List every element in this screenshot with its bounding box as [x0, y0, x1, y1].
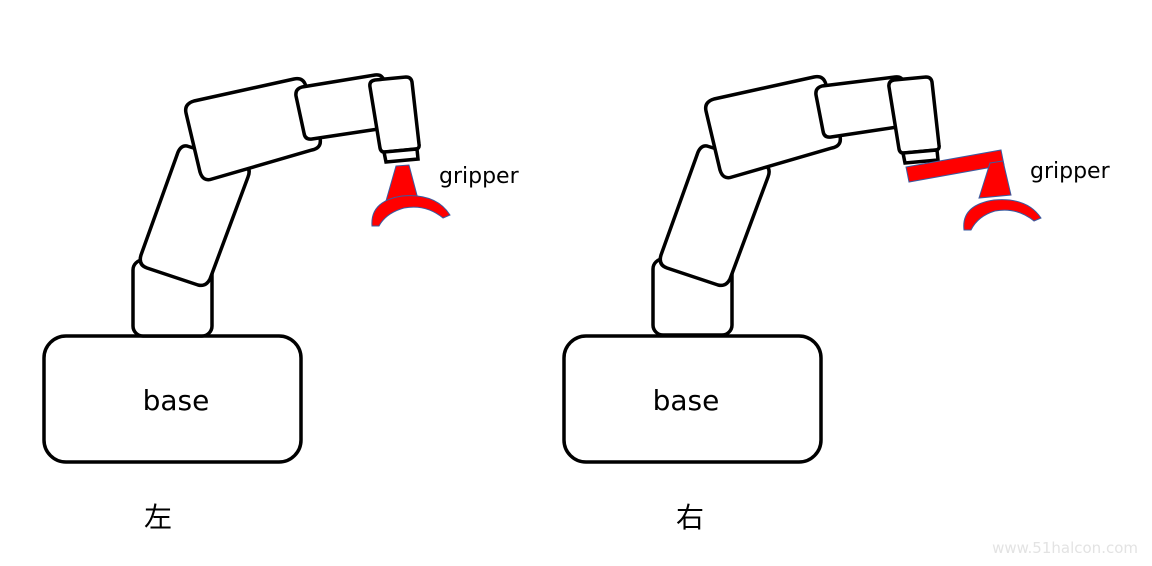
left-gripper-claw — [371, 195, 451, 227]
right-gripper-body — [978, 160, 1012, 199]
left-base-label: base — [143, 384, 210, 417]
left-robot-arm: base gripper 左 — [42, 73, 520, 534]
right-gripper-claw — [963, 199, 1042, 231]
left-caption: 左 — [144, 501, 172, 534]
right-gripper — [905, 149, 1042, 231]
right-robot-arm: base gripper 右 — [562, 74, 1111, 534]
right-gripper-label: gripper — [1030, 159, 1111, 184]
left-tool-adapter — [381, 147, 420, 164]
right-upper-arm-link — [658, 144, 771, 288]
right-caption: 右 — [676, 501, 704, 534]
right-base-label: base — [653, 384, 720, 417]
left-upper-arm-link — [138, 144, 251, 288]
left-forearm-link — [183, 76, 323, 182]
left-gripper — [371, 164, 451, 227]
watermark: www.51halcon.com — [992, 539, 1138, 557]
left-wrist-flange — [368, 75, 421, 154]
right-forearm-link — [703, 74, 843, 180]
right-wrist-flange — [887, 75, 941, 155]
right-tool-adapter — [900, 148, 940, 165]
left-gripper-label: gripper — [439, 164, 520, 189]
